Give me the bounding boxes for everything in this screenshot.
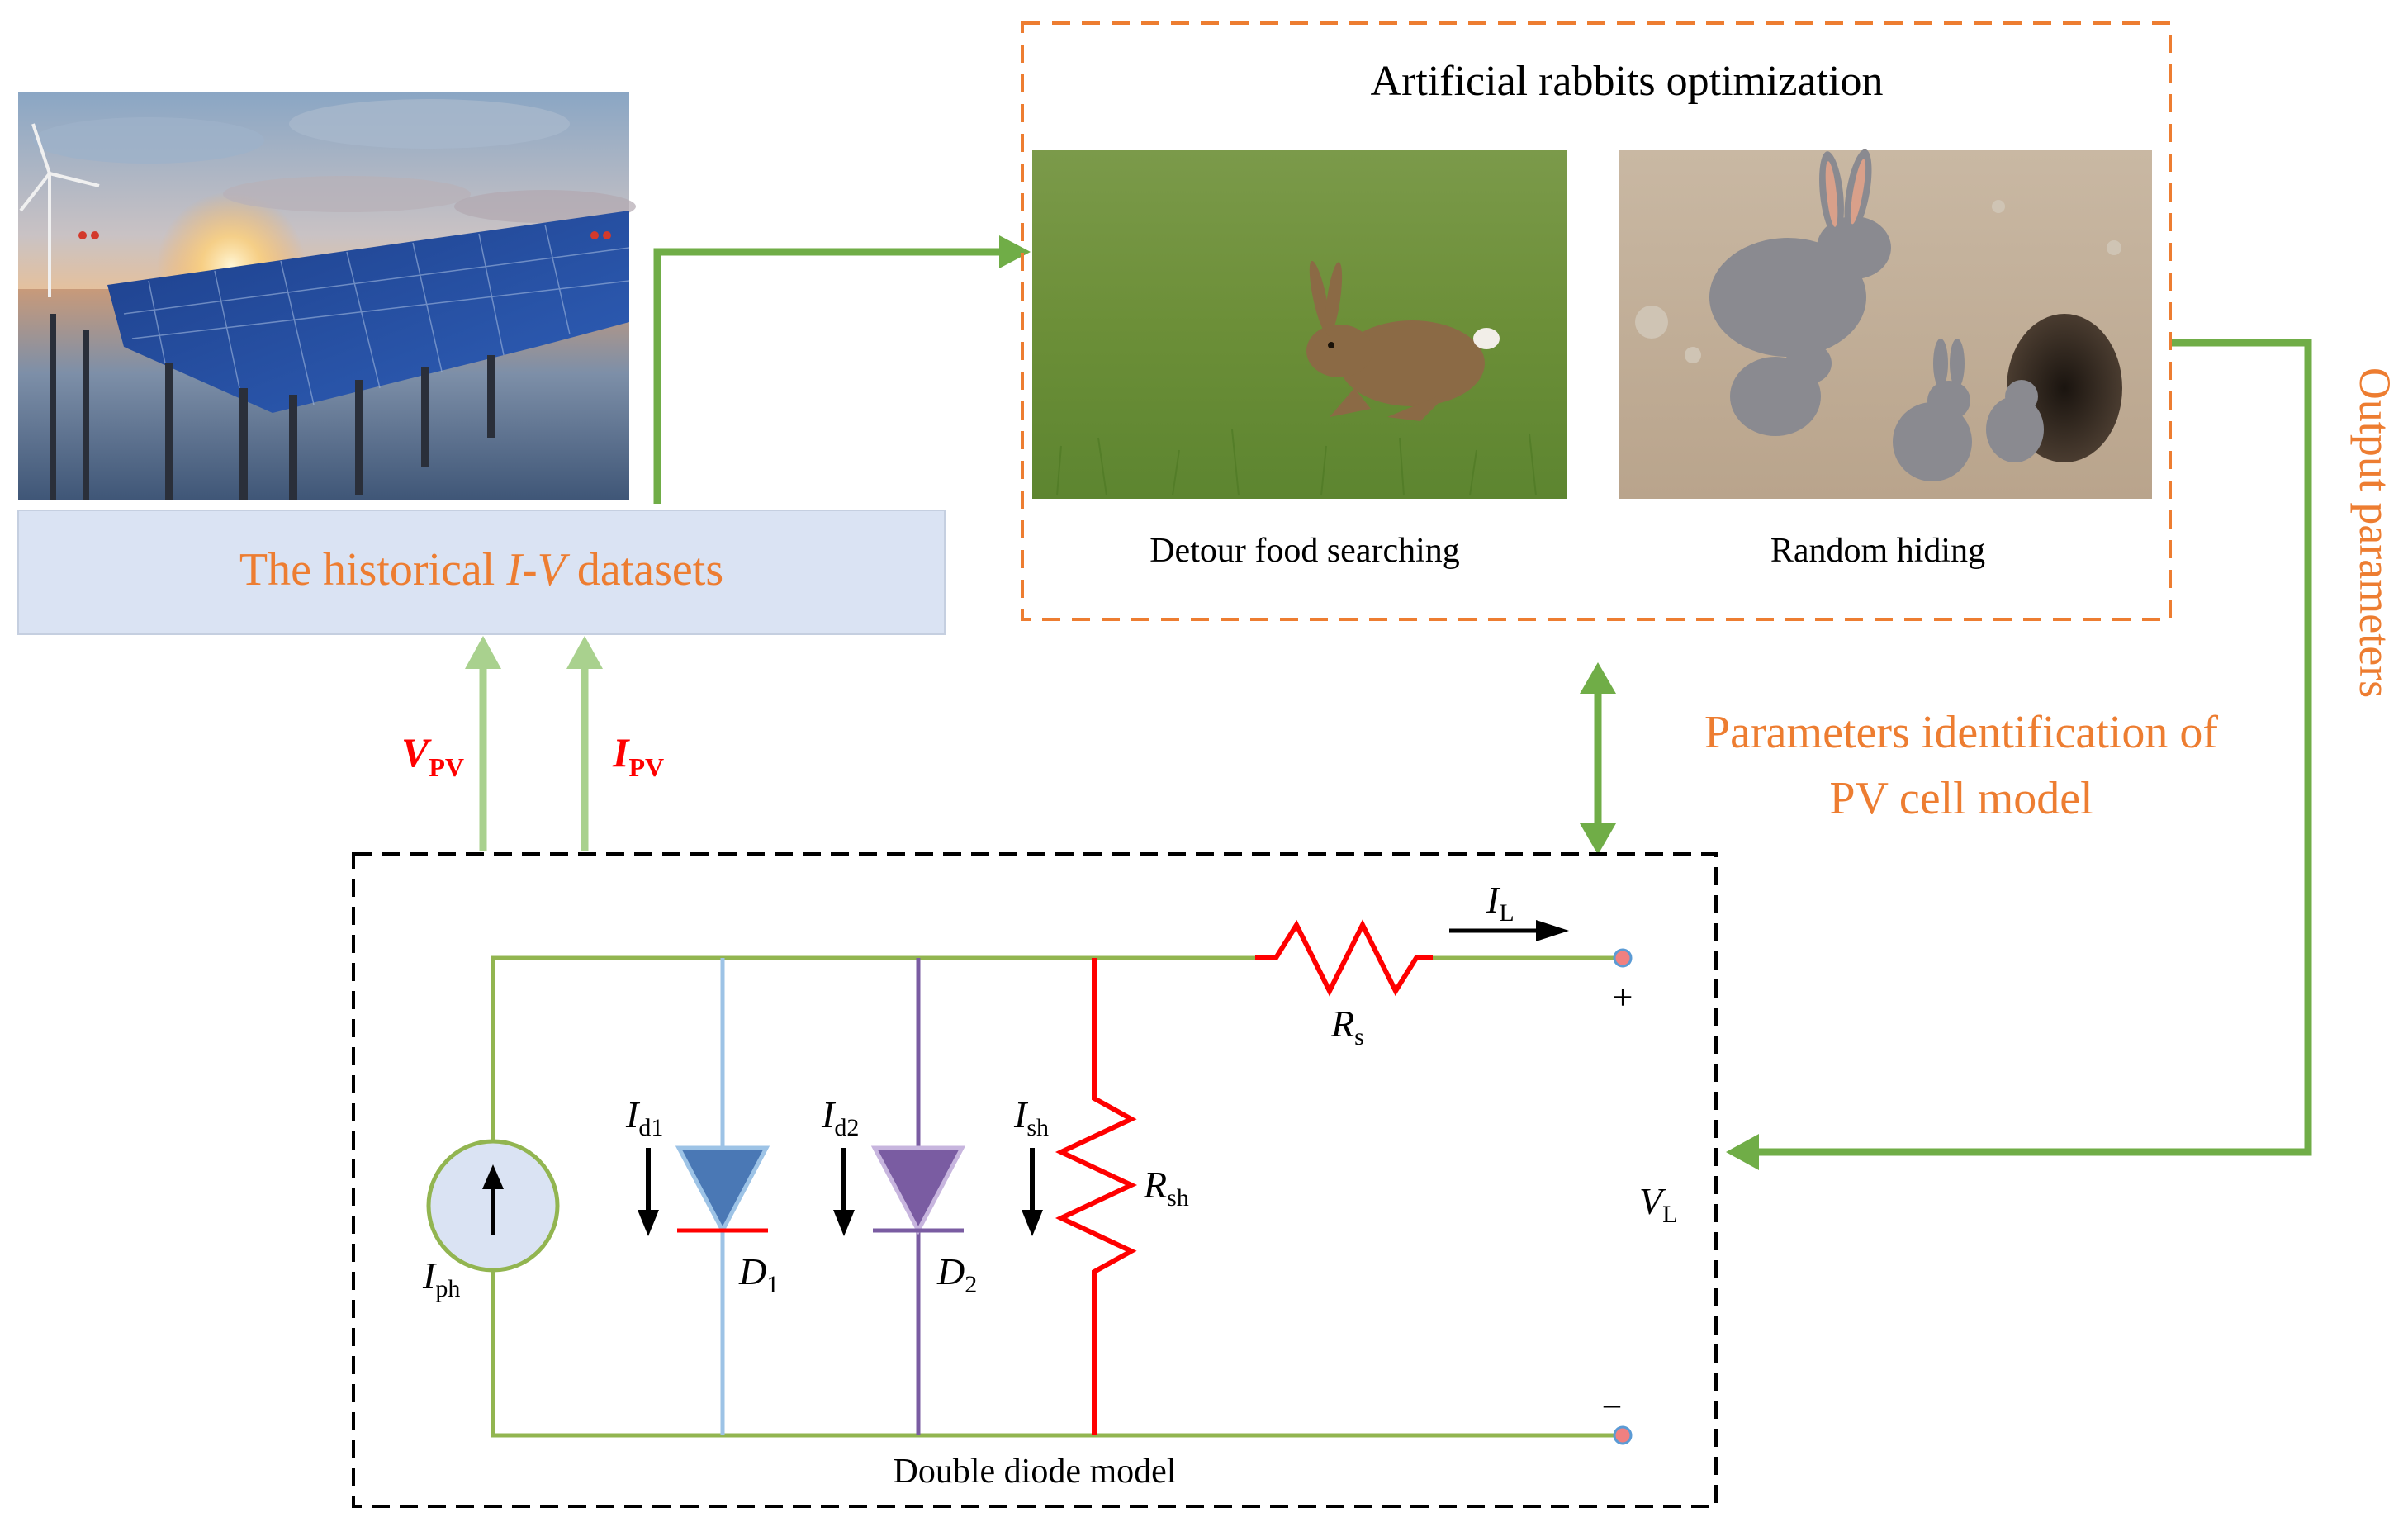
vl-label: VL [1639, 1180, 1677, 1228]
circuit-box [352, 852, 1718, 1508]
iph-label: Iph [422, 1254, 460, 1302]
il-label: IL [1486, 879, 1514, 927]
dataset-box [17, 510, 946, 635]
positive-terminal [1613, 948, 1633, 968]
negative-terminal [1613, 1425, 1633, 1445]
aro-title: Artificial rabbits optimization [1371, 58, 1884, 105]
dataset-label: The historical I-V datasets [239, 544, 723, 595]
d2-diode [870, 1145, 966, 1235]
id1-label: Id1 [625, 1093, 663, 1141]
vpv-arrow [465, 636, 501, 851]
d1-label: D1 [738, 1250, 779, 1298]
random-hiding-caption: Random hiding [1770, 532, 1985, 570]
vpv-label: VPV [401, 729, 464, 782]
ish-label: Ish [1013, 1093, 1049, 1141]
rs-resistor [1255, 919, 1433, 997]
d1-diode [675, 1145, 770, 1235]
param-id-line1: Parameters identification of [1704, 707, 2218, 758]
ipv-arrow [566, 636, 603, 851]
d2-label: D2 [936, 1250, 977, 1298]
ish-arrowhead [1022, 1210, 1043, 1236]
plus-sign: + [1613, 977, 1633, 1017]
circuit-wires [491, 955, 1620, 1438]
hare-photo [1032, 150, 1567, 499]
aro-box [1021, 21, 2172, 621]
detour-caption: Detour food searching [1149, 532, 1460, 570]
id2-arrowhead [833, 1210, 855, 1236]
circuit-title: Double diode model [894, 1453, 1177, 1491]
id2-label: Id2 [821, 1093, 859, 1141]
output-parameters-label: Output parameters [2350, 367, 2400, 698]
ipv-label: IPV [612, 729, 664, 782]
rs-label: Rs [1330, 1003, 1364, 1050]
id1-arrowhead [638, 1210, 659, 1236]
output-parameters-arrowhead [1726, 1134, 1759, 1170]
param-id-line2: PV cell model [1829, 773, 2093, 824]
rabbits-photo [1619, 149, 2152, 499]
rsh-resistor [1055, 958, 1138, 1435]
current-source [426, 1139, 560, 1273]
rsh-label: Rsh [1143, 1164, 1189, 1211]
il-arrowhead [1536, 920, 1569, 941]
output-parameters-connector [1747, 339, 2312, 1156]
solar-farm-photo [18, 92, 636, 500]
dataset-to-aro-connector [653, 248, 1012, 504]
minus-sign: − [1602, 1387, 1623, 1427]
bidirectional-arrow [1580, 662, 1616, 855]
dataset-to-aro-arrowhead [999, 235, 1031, 268]
